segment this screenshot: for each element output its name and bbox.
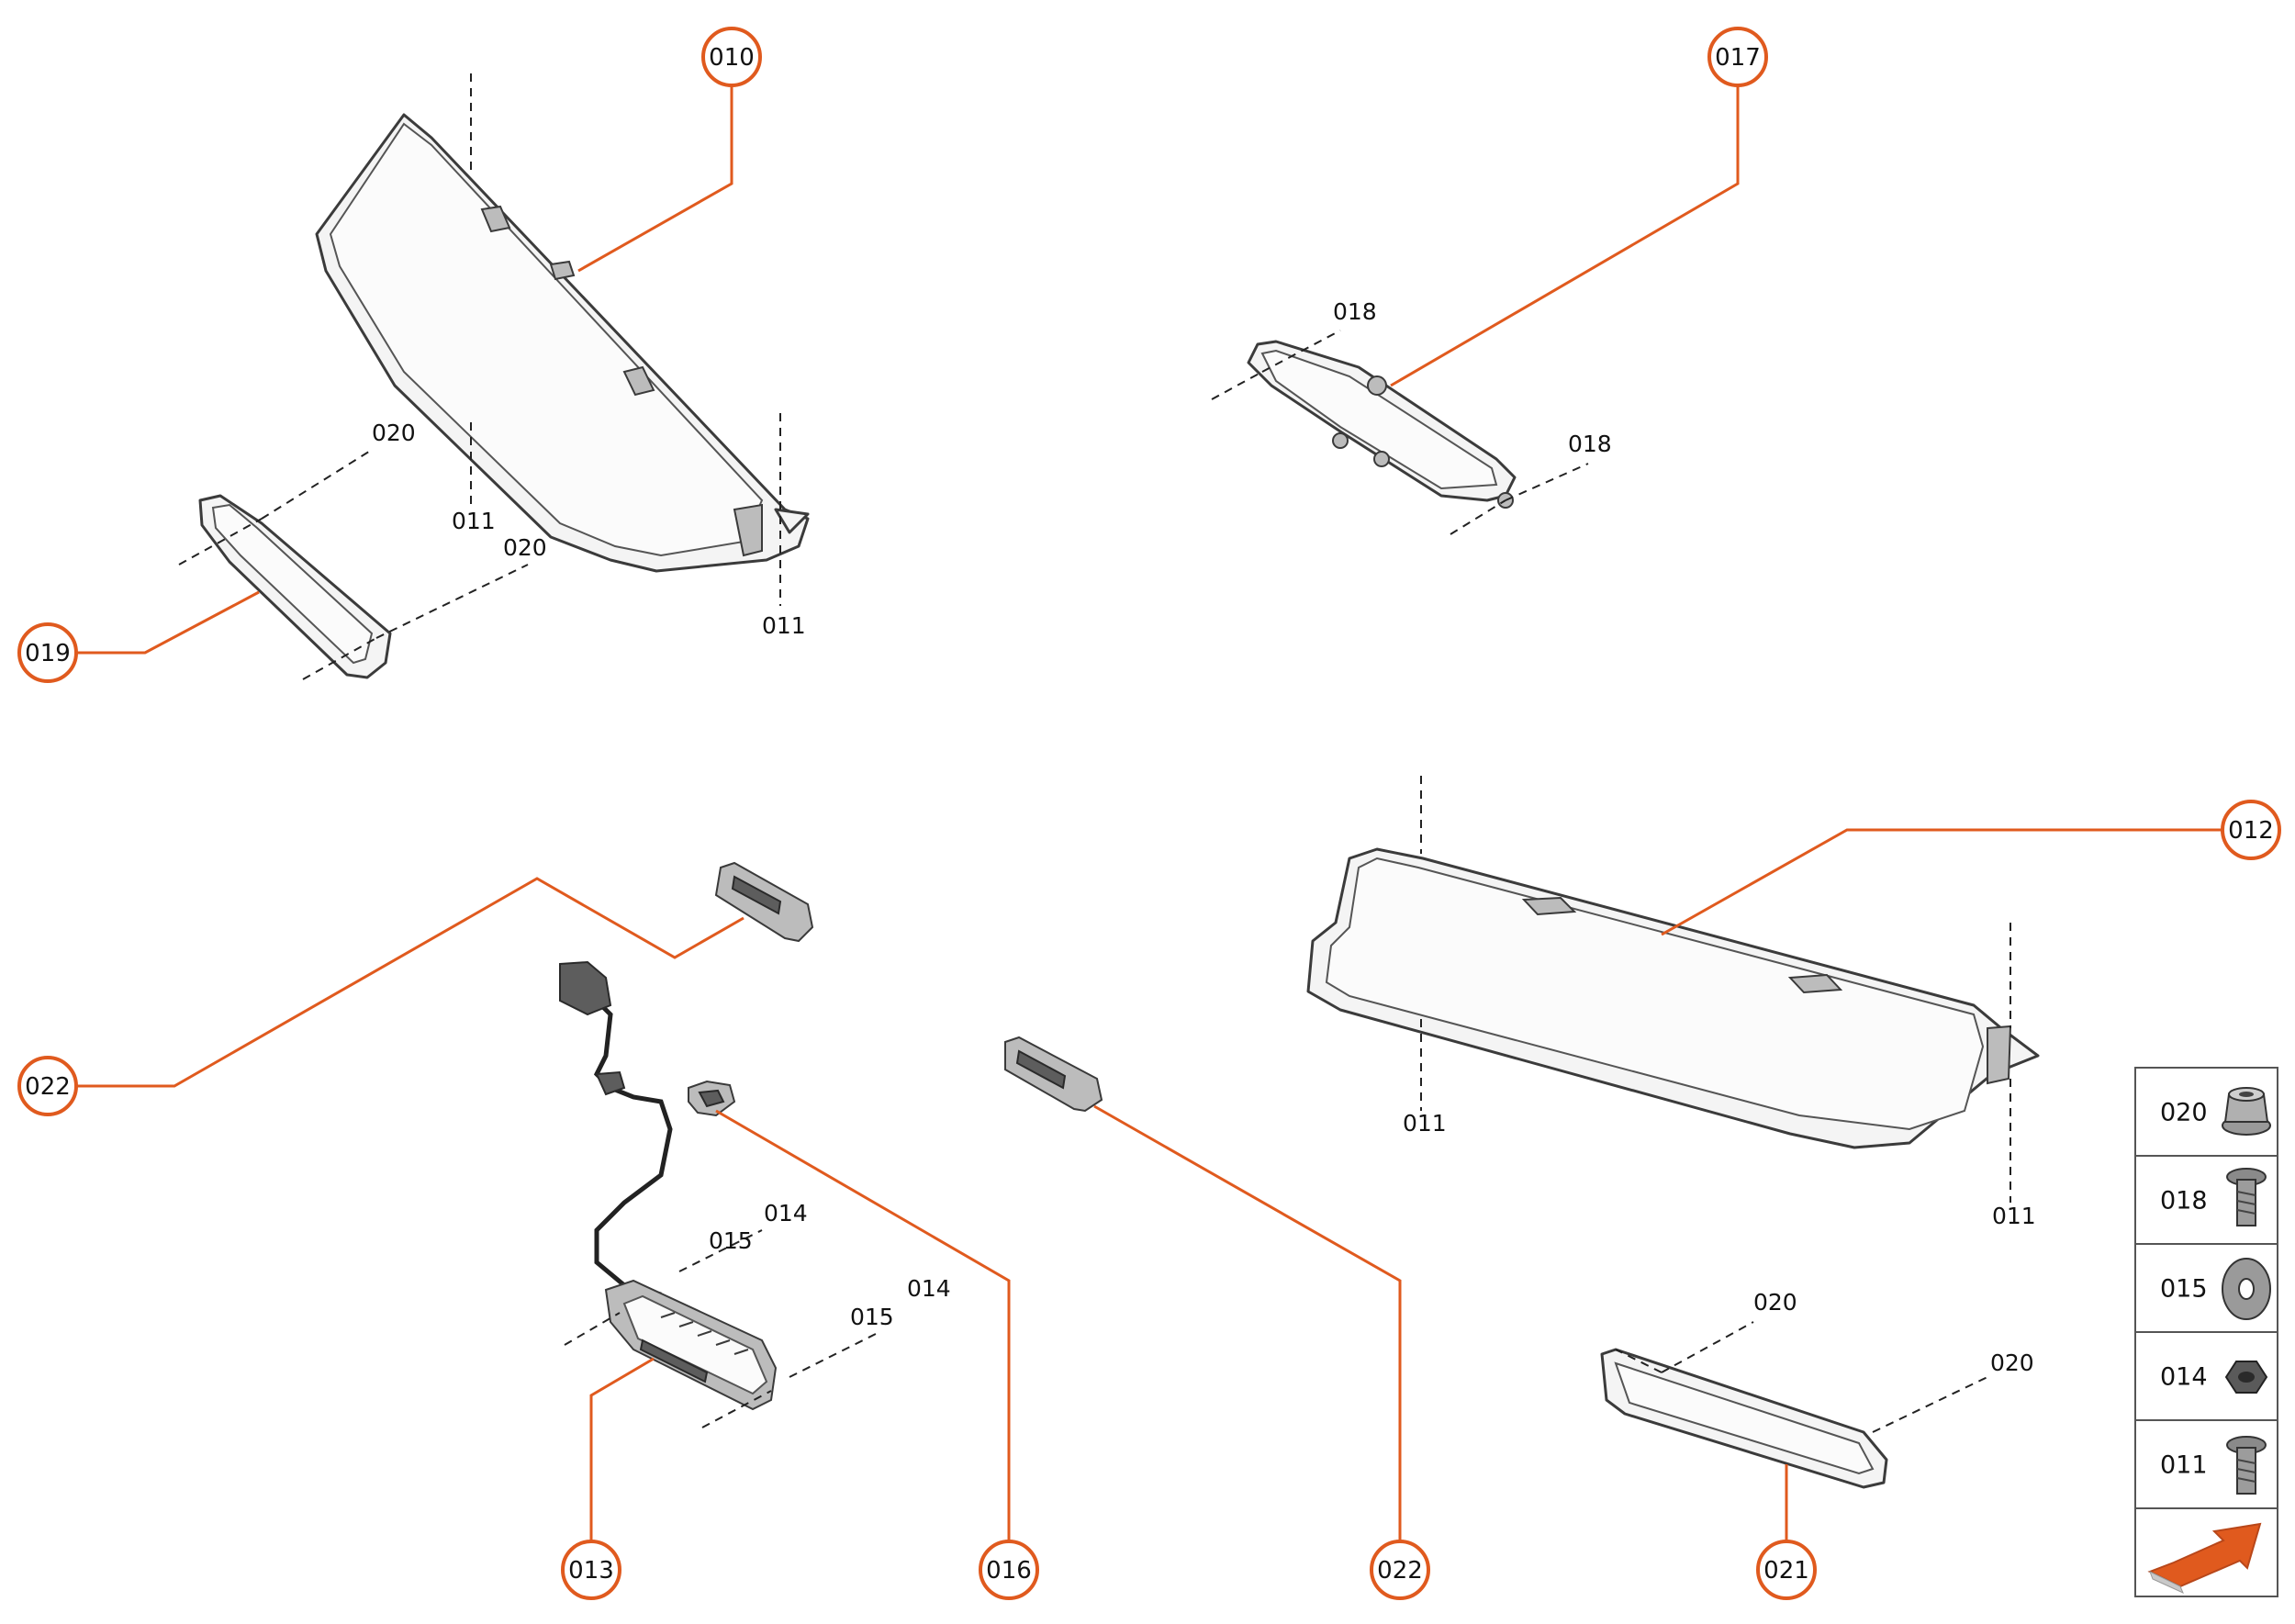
svg-text:012: 012: [2228, 817, 2274, 845]
part-019-lens: [198, 494, 392, 679]
ref-011-c: 011: [1403, 1110, 1447, 1137]
part-017-reflector: [1247, 340, 1517, 509]
ref-020-c: 020: [1753, 1289, 1797, 1316]
legend-label-020: 020: [2160, 1099, 2208, 1127]
part-012-lamp: [1306, 847, 2040, 1149]
svg-text:016: 016: [986, 1557, 1032, 1585]
part-010-lamp: [315, 113, 810, 573]
leader-017: [1390, 81, 1740, 387]
ref-020-d: 020: [1990, 1350, 2034, 1376]
ref-015-b: 015: [850, 1304, 894, 1330]
callout-010[interactable]: 010: [701, 27, 762, 87]
part-016-clip: [688, 1080, 736, 1117]
ref-014-b: 014: [907, 1275, 951, 1302]
ref-015-a: 015: [709, 1227, 753, 1254]
ref-011-b: 011: [762, 612, 806, 639]
flange-nut-icon: [2222, 1087, 2271, 1136]
svg-text:019: 019: [25, 640, 71, 667]
callout-016[interactable]: 016: [979, 1540, 1039, 1600]
svg-text:022: 022: [1377, 1557, 1423, 1585]
leader-010: [577, 81, 733, 273]
ref-011-a: 011: [452, 508, 496, 534]
ref-011-d: 011: [1992, 1203, 2036, 1229]
callout-019[interactable]: 019: [17, 622, 78, 683]
reference-labels: 020 011 020 011 018 018 014 015 014 015 …: [372, 298, 2036, 1376]
ref-020-b: 020: [503, 534, 547, 561]
screw-icon: [2226, 1436, 2267, 1495]
ref-014-a: 014: [764, 1200, 808, 1226]
callout-021[interactable]: 021: [1756, 1540, 1817, 1600]
callout-022-a[interactable]: 022: [17, 1056, 78, 1116]
part-013-module: [559, 960, 778, 1411]
ref-018-a: 018: [1333, 298, 1377, 325]
legend-label-011: 011: [2160, 1451, 2208, 1480]
leader-022-b: [1093, 1104, 1402, 1545]
leader-019: [75, 590, 260, 655]
leader-022-a: [42, 877, 744, 1088]
legend-label-014: 014: [2160, 1363, 2208, 1392]
ref-020-a: 020: [372, 420, 416, 446]
part-022-connector-a: [714, 861, 814, 943]
svg-text:022: 022: [25, 1073, 71, 1101]
svg-text:017: 017: [1715, 44, 1761, 72]
leader-012: [1661, 828, 2225, 936]
legend-label-018: 018: [2160, 1187, 2208, 1215]
callout-017[interactable]: 017: [1707, 27, 1768, 87]
leader-013: [589, 1357, 655, 1545]
screw-icon: [2226, 1168, 2267, 1226]
leader-016: [715, 1109, 1011, 1545]
leader-lines: [42, 81, 2225, 1545]
dashed-reference-lines: [178, 73, 2011, 1433]
fastener-legend: 020 018 015 014 011: [2134, 1067, 2278, 1597]
callout-012[interactable]: 012: [2221, 800, 2281, 860]
legend-label-015: 015: [2160, 1275, 2208, 1304]
callout-013[interactable]: 013: [561, 1540, 621, 1600]
svg-text:021: 021: [1763, 1557, 1809, 1585]
hex-nut-icon: [2224, 1361, 2268, 1394]
svg-text:013: 013: [568, 1557, 614, 1585]
svg-text:010: 010: [709, 44, 755, 72]
part-022-connector-b: [1004, 1036, 1103, 1113]
ref-018-b: 018: [1568, 431, 1612, 457]
washer-icon: [2222, 1258, 2271, 1320]
callout-022-b[interactable]: 022: [1370, 1540, 1430, 1600]
direction-arrow-icon: [2147, 1522, 2262, 1594]
part-021-lens: [1600, 1348, 1888, 1489]
